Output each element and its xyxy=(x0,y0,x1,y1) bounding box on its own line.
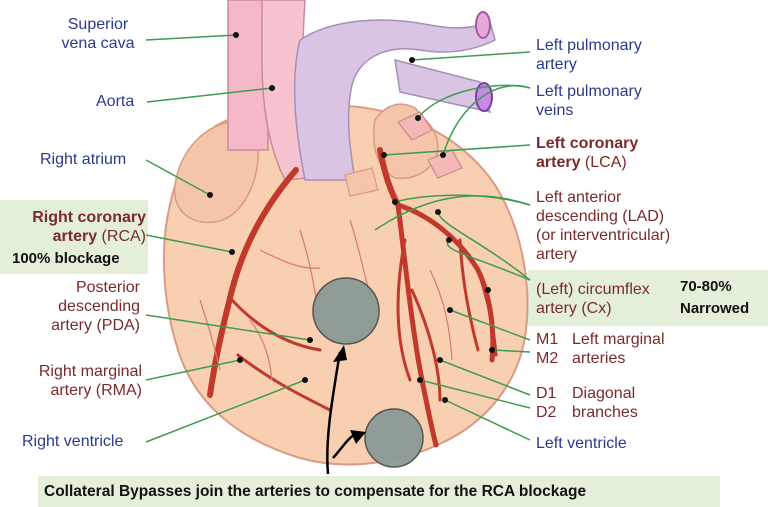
leader-dots xyxy=(207,32,495,403)
bypass-note-box xyxy=(38,476,720,507)
label-d2: D2 xyxy=(536,404,557,421)
pulmonary-branch-end xyxy=(475,82,493,112)
label-d1: D1 xyxy=(536,385,557,402)
cx-status-note: 70-80% Narrowed xyxy=(680,278,750,317)
label-rca: Right coronary artery (RCA) xyxy=(32,209,146,245)
label-diagonal-branches: Diagonal branches xyxy=(572,385,638,421)
pulmonary-artery-end xyxy=(475,11,491,39)
label-cx: (Left) circumflex artery (Cx) xyxy=(536,281,650,317)
superior-vena-cava-shape xyxy=(227,0,269,151)
label-left-marginal-arteries: Left marginal arteries xyxy=(572,331,665,367)
label-m1: M1 xyxy=(536,331,559,348)
leader-lines xyxy=(145,34,531,443)
label-rma: Right marginal artery (RMA) xyxy=(38,363,142,399)
rca-annotation-box xyxy=(0,200,148,274)
label-lca: Left coronary artery (LCA) xyxy=(536,135,639,171)
cx-annotation-box xyxy=(528,270,768,326)
rca-status-note: 100% blockage xyxy=(12,250,120,267)
d2-path xyxy=(410,288,442,402)
label-right-atrium: Right atrium xyxy=(40,151,127,168)
label-pda: Posterior descending artery (PDA) xyxy=(51,279,140,334)
collateral-circle-upper xyxy=(312,277,380,345)
label-superior-vena-cava: Superior vena cava xyxy=(61,16,135,52)
label-lad: Left anterior descending (LAD) (or inter… xyxy=(536,189,671,263)
collateral-circle-lower xyxy=(364,408,424,468)
label-right-ventricle: Right ventricle xyxy=(22,433,124,450)
pulmonary-trunk-shape xyxy=(293,19,496,181)
label-m2: M2 xyxy=(536,350,559,367)
left-pulmonary-branch xyxy=(394,58,492,114)
label-left-ventricle: Left ventricle xyxy=(536,435,627,452)
pda-path xyxy=(236,353,332,412)
bypass-note: Collateral Bypasses join the arteries to… xyxy=(44,483,587,500)
label-aorta: Aorta xyxy=(96,93,135,110)
label-left-pulmonary-artery: Left pulmonary artery xyxy=(536,37,642,73)
label-left-pulmonary-veins: Left pulmonary veins xyxy=(536,83,642,119)
rca-path xyxy=(207,167,299,398)
m2-path xyxy=(476,268,498,357)
d1-path xyxy=(396,238,412,382)
